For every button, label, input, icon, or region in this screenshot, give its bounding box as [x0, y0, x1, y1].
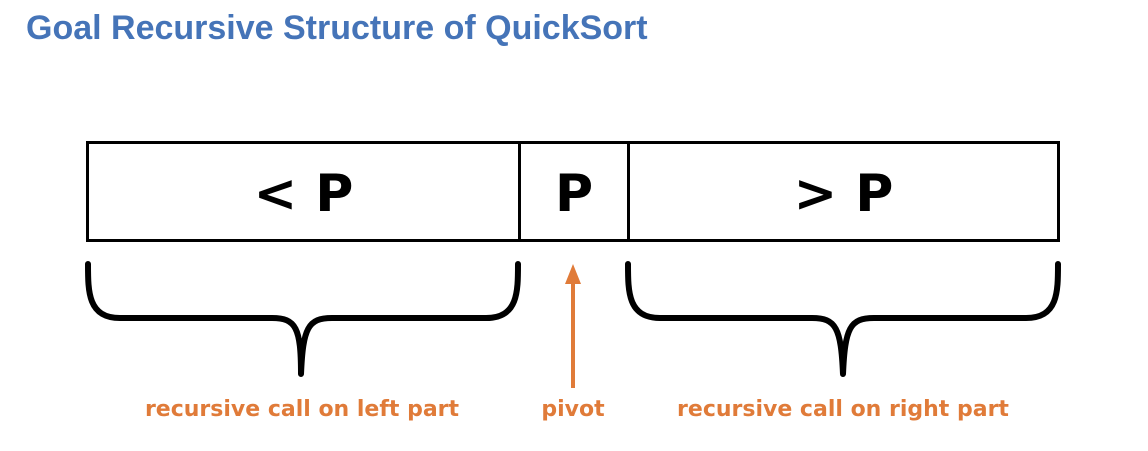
- right-partition-cell: > P: [630, 144, 1057, 239]
- left-partition-label: < P: [253, 163, 354, 224]
- right-partition-label: > P: [793, 163, 894, 224]
- pivot-cell-label: P: [554, 163, 594, 224]
- right-brace: [625, 261, 1061, 377]
- caption-right-recursive-call: recursive call on right part: [677, 397, 1009, 422]
- pivot-cell: P: [521, 144, 630, 239]
- caption-pivot: pivot: [541, 397, 605, 422]
- caption-left-recursive-call: recursive call on left part: [144, 397, 460, 422]
- pivot-arrow: [565, 264, 581, 388]
- slide-title: Goal Recursive Structure of QuickSort: [26, 9, 648, 47]
- left-partition-cell: < P: [89, 144, 521, 239]
- left-brace: [85, 261, 521, 377]
- partitioned-array: < P P > P: [86, 141, 1060, 242]
